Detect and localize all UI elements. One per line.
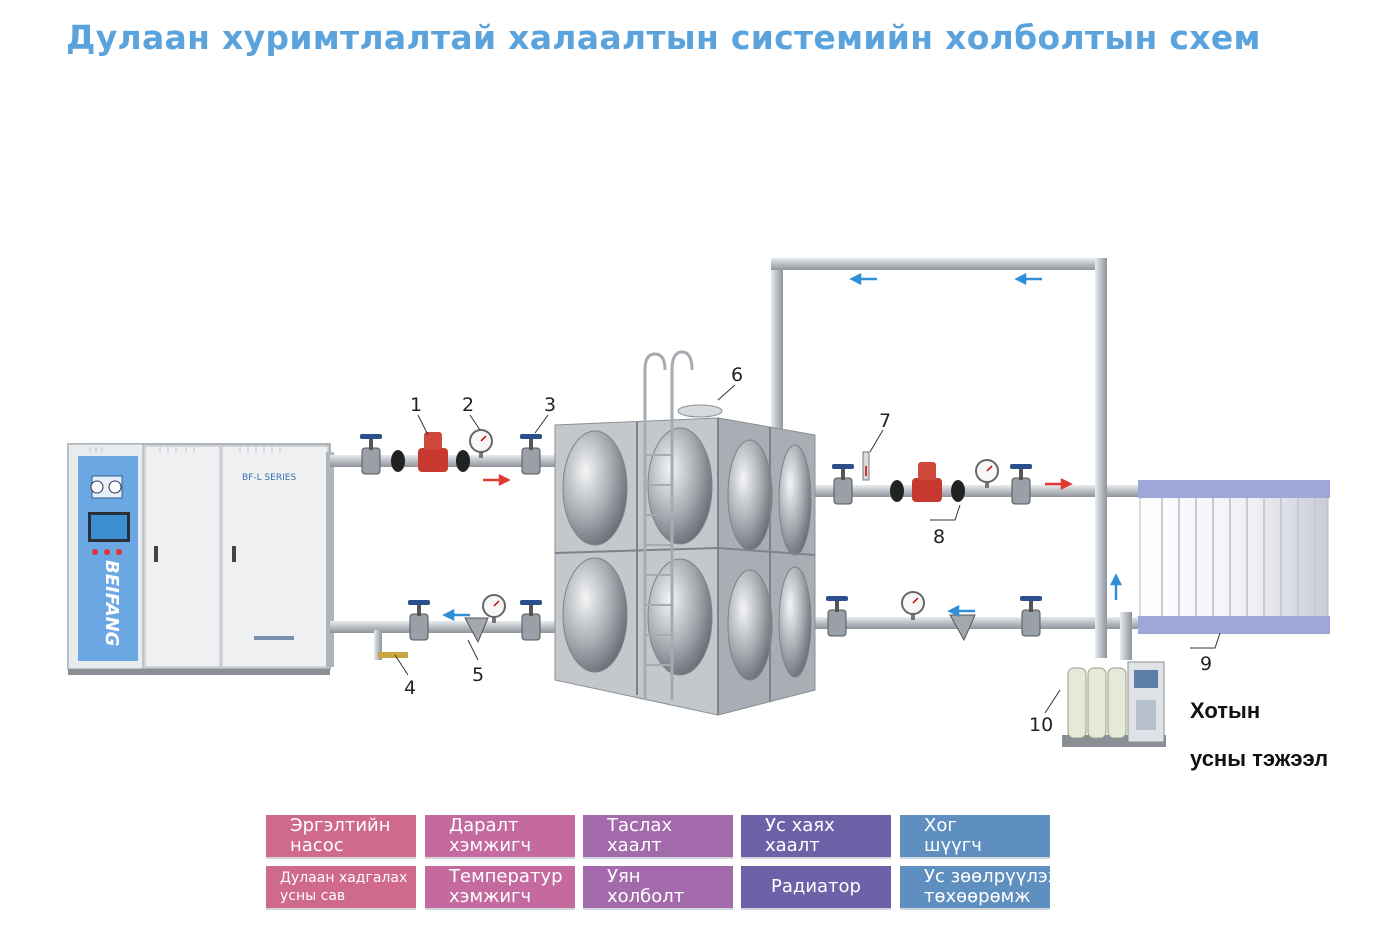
gate-valve-7 [1010,464,1032,505]
temperature-gauge-7 [862,451,870,481]
supply-flow-arrow [1109,573,1123,600]
legend-item-label: төхөөрөмж [924,886,1031,907]
legend-item-label: Таслах [607,815,673,836]
circulation-pump-1 [418,432,448,472]
legend-item-label: Температур [449,866,563,887]
legend-item-label: Эргэлтийн [290,815,391,836]
legend-item-label: насос [290,835,344,856]
legend-item-label: Уян [607,866,641,887]
boiler-brand-text: BEIFANG [101,560,122,646]
hot-flow-arrow [483,473,511,487]
page-title: Дулаан хуримтлалтай халаалтын системийн … [66,18,1261,57]
callout-leaders [394,384,1221,714]
legend-item-label: Радиатор [771,876,861,897]
hot-flow-arrow [1045,477,1073,491]
return-flow-arrow [442,608,470,622]
electric-boiler: BEIFANG BF-L SERIES [67,443,334,675]
legend-item-label: шүүгч [924,835,982,856]
legend-item-label: усны сав [280,888,346,904]
legend-item-label: Даралт [449,815,519,836]
return-flow-arrow [1014,272,1042,286]
y-strainer-2 [949,614,976,642]
circulation-pump-8 [912,462,942,502]
callout-2: 2 [462,394,474,416]
return-flow-arrow [947,604,975,618]
pressure-gauge-4 [901,591,925,620]
gate-valve-9 [1020,596,1042,637]
legend-item: Дулаан хадгалах усны сав [266,866,416,910]
city-water-supply-label-2: усны тэжээл [1190,746,1329,771]
callout-9: 9 [1200,653,1212,675]
callout-4: 4 [404,677,416,699]
boiler-series-label: BF-L SERIES [242,473,296,483]
pipe-network [330,258,1142,660]
legend-item-label: Дулаан хадгалах [280,870,408,886]
callout-numbers: 1 2 3 4 5 6 7 8 9 10 [404,364,1212,736]
pressure-gauge-3 [975,459,999,488]
return-flow-arrow [849,272,877,286]
gate-valve-8 [826,596,848,637]
radiator [1138,480,1330,634]
gate-valve-3 [520,434,542,475]
callout-10: 10 [1029,714,1053,736]
water-softener [1062,661,1166,747]
legend-item-label: хаалт [765,835,820,856]
gate-valve-1 [360,434,382,475]
callout-5: 5 [472,664,484,686]
y-strainer-5 [464,617,489,644]
gate-valve-4 [408,600,430,641]
legend-item-label: холболт [607,886,685,907]
pressure-gauge-1 [469,429,493,458]
flex-joint [391,450,470,472]
flex-joint [890,480,965,502]
legend-item-label: Хог [924,815,957,836]
flow-arrows [442,272,1123,622]
callout-3: 3 [544,394,556,416]
legend-item-label: Ус зөөлрүүлэх [924,866,1059,887]
legend-item: Радиатор [741,866,891,910]
callout-7: 7 [879,410,891,432]
legend-item-label: хэмжигч [449,886,532,907]
legend-item-label: Ус хаях [765,815,835,836]
city-water-supply-label-1: Хотын [1190,698,1261,723]
heat-storage-tank [554,350,816,716]
gate-valve-6 [832,464,854,505]
callout-1: 1 [410,394,422,416]
legend-item-label: хэмжигч [449,835,532,856]
callout-8: 8 [933,526,945,548]
gate-valve-5 [520,600,542,641]
pressure-gauge-2 [482,594,506,623]
legend-item-label: хаалт [607,835,662,856]
callout-6: 6 [731,364,743,386]
